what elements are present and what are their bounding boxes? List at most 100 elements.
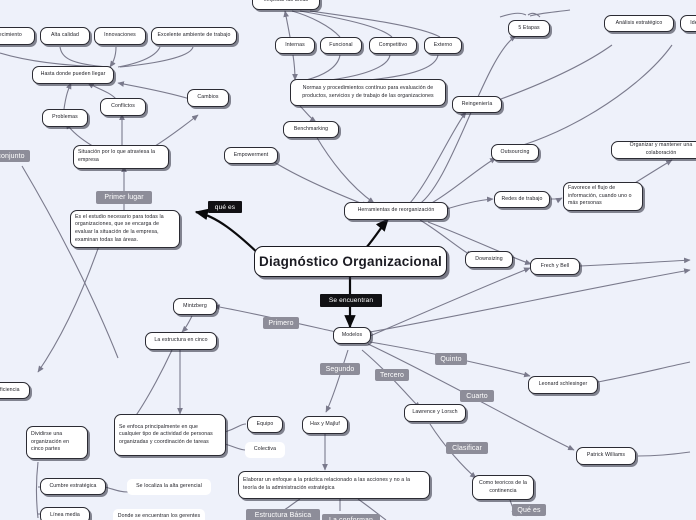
node-excelente-ambiente[interactable]: Excelente ambiente de trabajo — [151, 27, 237, 45]
edge-label-text: Quinto — [440, 355, 462, 363]
node-label: Redes de trabajo — [501, 195, 543, 202]
node-label: Downsizing — [475, 255, 503, 262]
node-mintzberg[interactable]: Mintzberg — [173, 298, 217, 315]
node-label: Equipo — [256, 420, 274, 427]
node-eficiencia[interactable]: Eficiencia — [0, 382, 30, 399]
node-label: Internas — [285, 41, 305, 48]
node-label: Mintzberg — [183, 302, 207, 309]
node-colectiva[interactable]: Colectiva — [245, 442, 285, 458]
edge-label-text: Estructura Básica — [254, 512, 312, 519]
node-root-diagnostico-organizacional[interactable]: Diagnóstico Organizacional — [254, 246, 447, 277]
node-label: Cambios — [197, 94, 219, 101]
node-label: Es el estudio necesario para todas la or… — [75, 213, 164, 243]
node-equipo[interactable]: Equipo — [247, 416, 283, 433]
node-label: Lawrence y Lorsch — [412, 409, 458, 416]
edge-label-text: Primero — [268, 319, 294, 327]
edge-label-text: Tercero — [379, 371, 405, 379]
node-identificar[interactable]: Identificar — [680, 15, 696, 32]
edge-label-text: Se encuentran — [328, 297, 374, 304]
edge-label-clasificar[interactable]: Clasificar — [446, 442, 488, 454]
edge-label-se-encuentran[interactable]: Se encuentran — [320, 294, 382, 307]
node-label: Dividirse una organización en cinco part… — [31, 431, 70, 453]
node-label: La estructura en cinco — [154, 337, 208, 344]
node-analisis-estrategico[interactable]: Análisis estratégico — [604, 15, 674, 32]
node-se-enfoca-principalmente[interactable]: Se enfoca principalmente en que cualquie… — [114, 414, 226, 456]
node-label: Excelente ambiente de trabajo — [157, 32, 231, 39]
node-label: Patrick Williams — [586, 452, 626, 459]
node-lawrence-y-lorsch[interactable]: Lawrence y Lorsch — [404, 404, 466, 422]
node-crecimiento[interactable]: Crecimiento — [0, 27, 35, 45]
node-label: Conflictos — [111, 103, 135, 110]
node-funcional[interactable]: Funcional — [320, 37, 362, 54]
node-label: empezar las áreas — [263, 0, 309, 4]
edge-label-quinto[interactable]: Quinto — [435, 353, 467, 365]
node-frech-y-bell[interactable]: Frech y Bell — [530, 258, 580, 275]
node-cumbre-estrategica[interactable]: Cumbre estratégica — [40, 478, 106, 495]
node-outsourcing[interactable]: Outsourcing — [491, 144, 539, 161]
edge-label-text: Segundo — [325, 365, 355, 373]
node-linea-media[interactable]: Línea media — [40, 507, 90, 520]
edge-label-que-es-top[interactable]: qué es — [208, 201, 242, 213]
node-label: Donde se encuentran los gerentes — [117, 513, 201, 520]
node-leonard-schlesinger[interactable]: Leonard schlesinger — [528, 376, 598, 394]
node-label: Outsourcing — [500, 148, 530, 155]
node-alta-calidad[interactable]: Alta calidad — [40, 27, 90, 45]
node-label: Hasta donde pueden llegar — [40, 71, 106, 78]
node-internas[interactable]: Internas — [275, 37, 315, 54]
node-label: Funcional — [329, 41, 353, 48]
node-empezar-las-areas[interactable]: empezar las áreas — [252, 0, 320, 10]
node-hasta-donde-pueden-llegar[interactable]: Hasta donde pueden llegar — [32, 66, 114, 84]
node-patrick-williams[interactable]: Patrick Williams — [576, 447, 636, 465]
node-label: Crecimiento — [0, 32, 22, 39]
node-label: Identificar — [690, 19, 696, 26]
node-problemas[interactable]: Problemas — [42, 109, 88, 127]
node-externo[interactable]: Externo — [424, 37, 462, 54]
edge-label-cuarto[interactable]: Cuarto — [460, 390, 494, 402]
node-label: Herramientas de reorganización — [357, 207, 435, 214]
node-5-etapas[interactable]: 5 Etapas — [508, 20, 550, 37]
node-label: 5 Etapas — [518, 24, 540, 31]
node-label: Normas y procedimientos contínuo para ev… — [302, 84, 434, 99]
edge-label-text: conjunto — [0, 152, 25, 160]
edge-label-la-conforman[interactable]: La conforman — [322, 514, 380, 520]
node-la-estructura-en-cinco[interactable]: La estructura en cinco — [145, 332, 217, 350]
node-downsizing[interactable]: Downsizing — [465, 251, 513, 268]
edge-label-primero[interactable]: Primero — [263, 317, 299, 329]
node-dividirse-organizacion[interactable]: Dividirse una organización en cinco part… — [26, 426, 88, 459]
node-conflictos[interactable]: Conflictos — [100, 98, 146, 116]
node-cambios[interactable]: Cambios — [187, 89, 229, 107]
node-label: Cumbre estratégica — [49, 482, 97, 489]
node-organizar-colaboracion[interactable]: Organizar y mantener una colaboración — [611, 141, 696, 159]
node-label: Se localiza la alta gerencial — [136, 483, 202, 490]
edge-label-conjunto[interactable]: conjunto — [0, 150, 30, 162]
node-elaborar-enfoque[interactable]: Elaborar un enfoque a la práctica relaci… — [238, 471, 430, 499]
node-donde-estan-gerentes[interactable]: Donde se encuentran los gerentes — [113, 509, 205, 520]
node-favorece-flujo[interactable]: Favorece el flujo de información, cuando… — [563, 182, 643, 211]
node-competitivo[interactable]: Competitivo — [369, 37, 417, 54]
node-situacion-empresa[interactable]: Situación por lo que atraviesa la empres… — [73, 145, 169, 169]
node-es-el-estudio[interactable]: Es el estudio necesario para todas la or… — [70, 210, 180, 248]
node-empowerment[interactable]: Empowerment — [224, 147, 278, 164]
node-label: Alta calidad — [50, 32, 80, 39]
root-label: Diagnóstico Organizacional — [259, 253, 442, 269]
edge-label-primer-lugar[interactable]: Primer lugar — [96, 191, 152, 204]
node-redes-de-trabajo[interactable]: Redes de trabajo — [494, 191, 550, 208]
edge-label-que-es-bottom[interactable]: Qué es — [512, 504, 546, 516]
node-reingenieria[interactable]: Reingeniería — [452, 96, 502, 113]
edge-label-estructura-basica[interactable]: Estructura Básica — [246, 509, 320, 520]
edge-label-segundo[interactable]: Segundo — [320, 363, 360, 375]
edge-label-tercero[interactable]: Tercero — [375, 369, 409, 381]
node-se-localiza-alta-gerencial[interactable]: Se localiza la alta gerencial — [127, 479, 211, 495]
node-como-teoricos-continencia[interactable]: Como teoricos de la continencia — [472, 475, 534, 500]
node-herramientas-reorganizacion[interactable]: Herramientas de reorganización — [344, 202, 448, 220]
node-benchmarking[interactable]: Benchmarking — [283, 121, 339, 138]
node-hax-y-majluf[interactable]: Hax y Majluf — [302, 416, 348, 434]
node-innovaciones[interactable]: Innovaciones — [94, 27, 146, 45]
node-label: Colectiva — [253, 446, 277, 453]
node-label: Reingeniería — [461, 100, 493, 107]
node-label: Modelos — [341, 331, 363, 338]
node-label: Favorece el flujo de información, cuando… — [568, 185, 632, 207]
node-modelos[interactable]: Modelos — [333, 327, 371, 344]
node-normas-procedimientos[interactable]: Normas y procedimientos contínuo para ev… — [290, 79, 446, 106]
